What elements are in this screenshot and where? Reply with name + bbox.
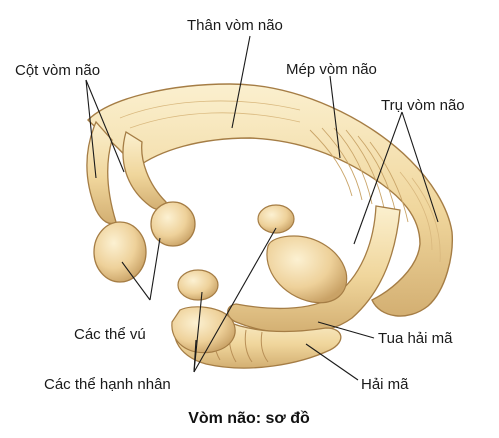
leader-tru-vom-nao-a — [353, 111, 403, 245]
leader-hai-ma — [305, 343, 359, 381]
leader-lines — [85, 35, 439, 381]
amygdala-upper — [257, 204, 295, 234]
label-tua-hai-ma: Tua hải mã — [378, 330, 453, 347]
label-hai-ma: Hải mã — [361, 376, 409, 393]
label-than-vom-nao: Thân vòm não — [187, 17, 283, 34]
crus-and-fimbria-shape — [227, 205, 401, 335]
leader-than-vom-nao — [231, 35, 251, 129]
label-cac-the-vu: Các thể vú — [74, 326, 146, 343]
label-mep-vom-nao: Mép vòm não — [286, 61, 377, 78]
amygdala-middle — [177, 269, 219, 301]
mammillary-body-left — [93, 221, 147, 283]
leader-cac-the-vu-a — [121, 261, 151, 301]
body-fiber-lines — [119, 100, 441, 263]
amygdala-lower — [171, 306, 236, 354]
label-cac-the-hanh-nhan: Các thể hạnh nhân — [44, 376, 171, 393]
leader-cot-vom-nao-b — [85, 79, 125, 173]
fornix-column-left — [86, 120, 117, 225]
label-cot-vom-nao: Cột vòm não — [15, 62, 100, 79]
leader-tua-hai-ma — [317, 321, 375, 339]
leader-mep-vom-nao — [329, 75, 341, 159]
leader-cot-vom-nao-a — [85, 79, 97, 179]
fornix-body-shape — [87, 83, 453, 317]
figure-caption: Vòm não: sơ đồ — [188, 410, 310, 427]
leader-cac-the-hanh-nhan-c — [193, 339, 197, 373]
leader-tru-vom-nao-b — [401, 111, 439, 223]
amygdala-large — [266, 235, 348, 304]
leader-cac-the-hanh-nhan-a — [193, 227, 277, 373]
mammillary-body-right — [150, 201, 196, 247]
label-tru-vom-nao: Trụ vòm não — [381, 97, 465, 114]
leader-cac-the-vu-b — [149, 237, 161, 301]
commissure-striations — [309, 127, 409, 223]
